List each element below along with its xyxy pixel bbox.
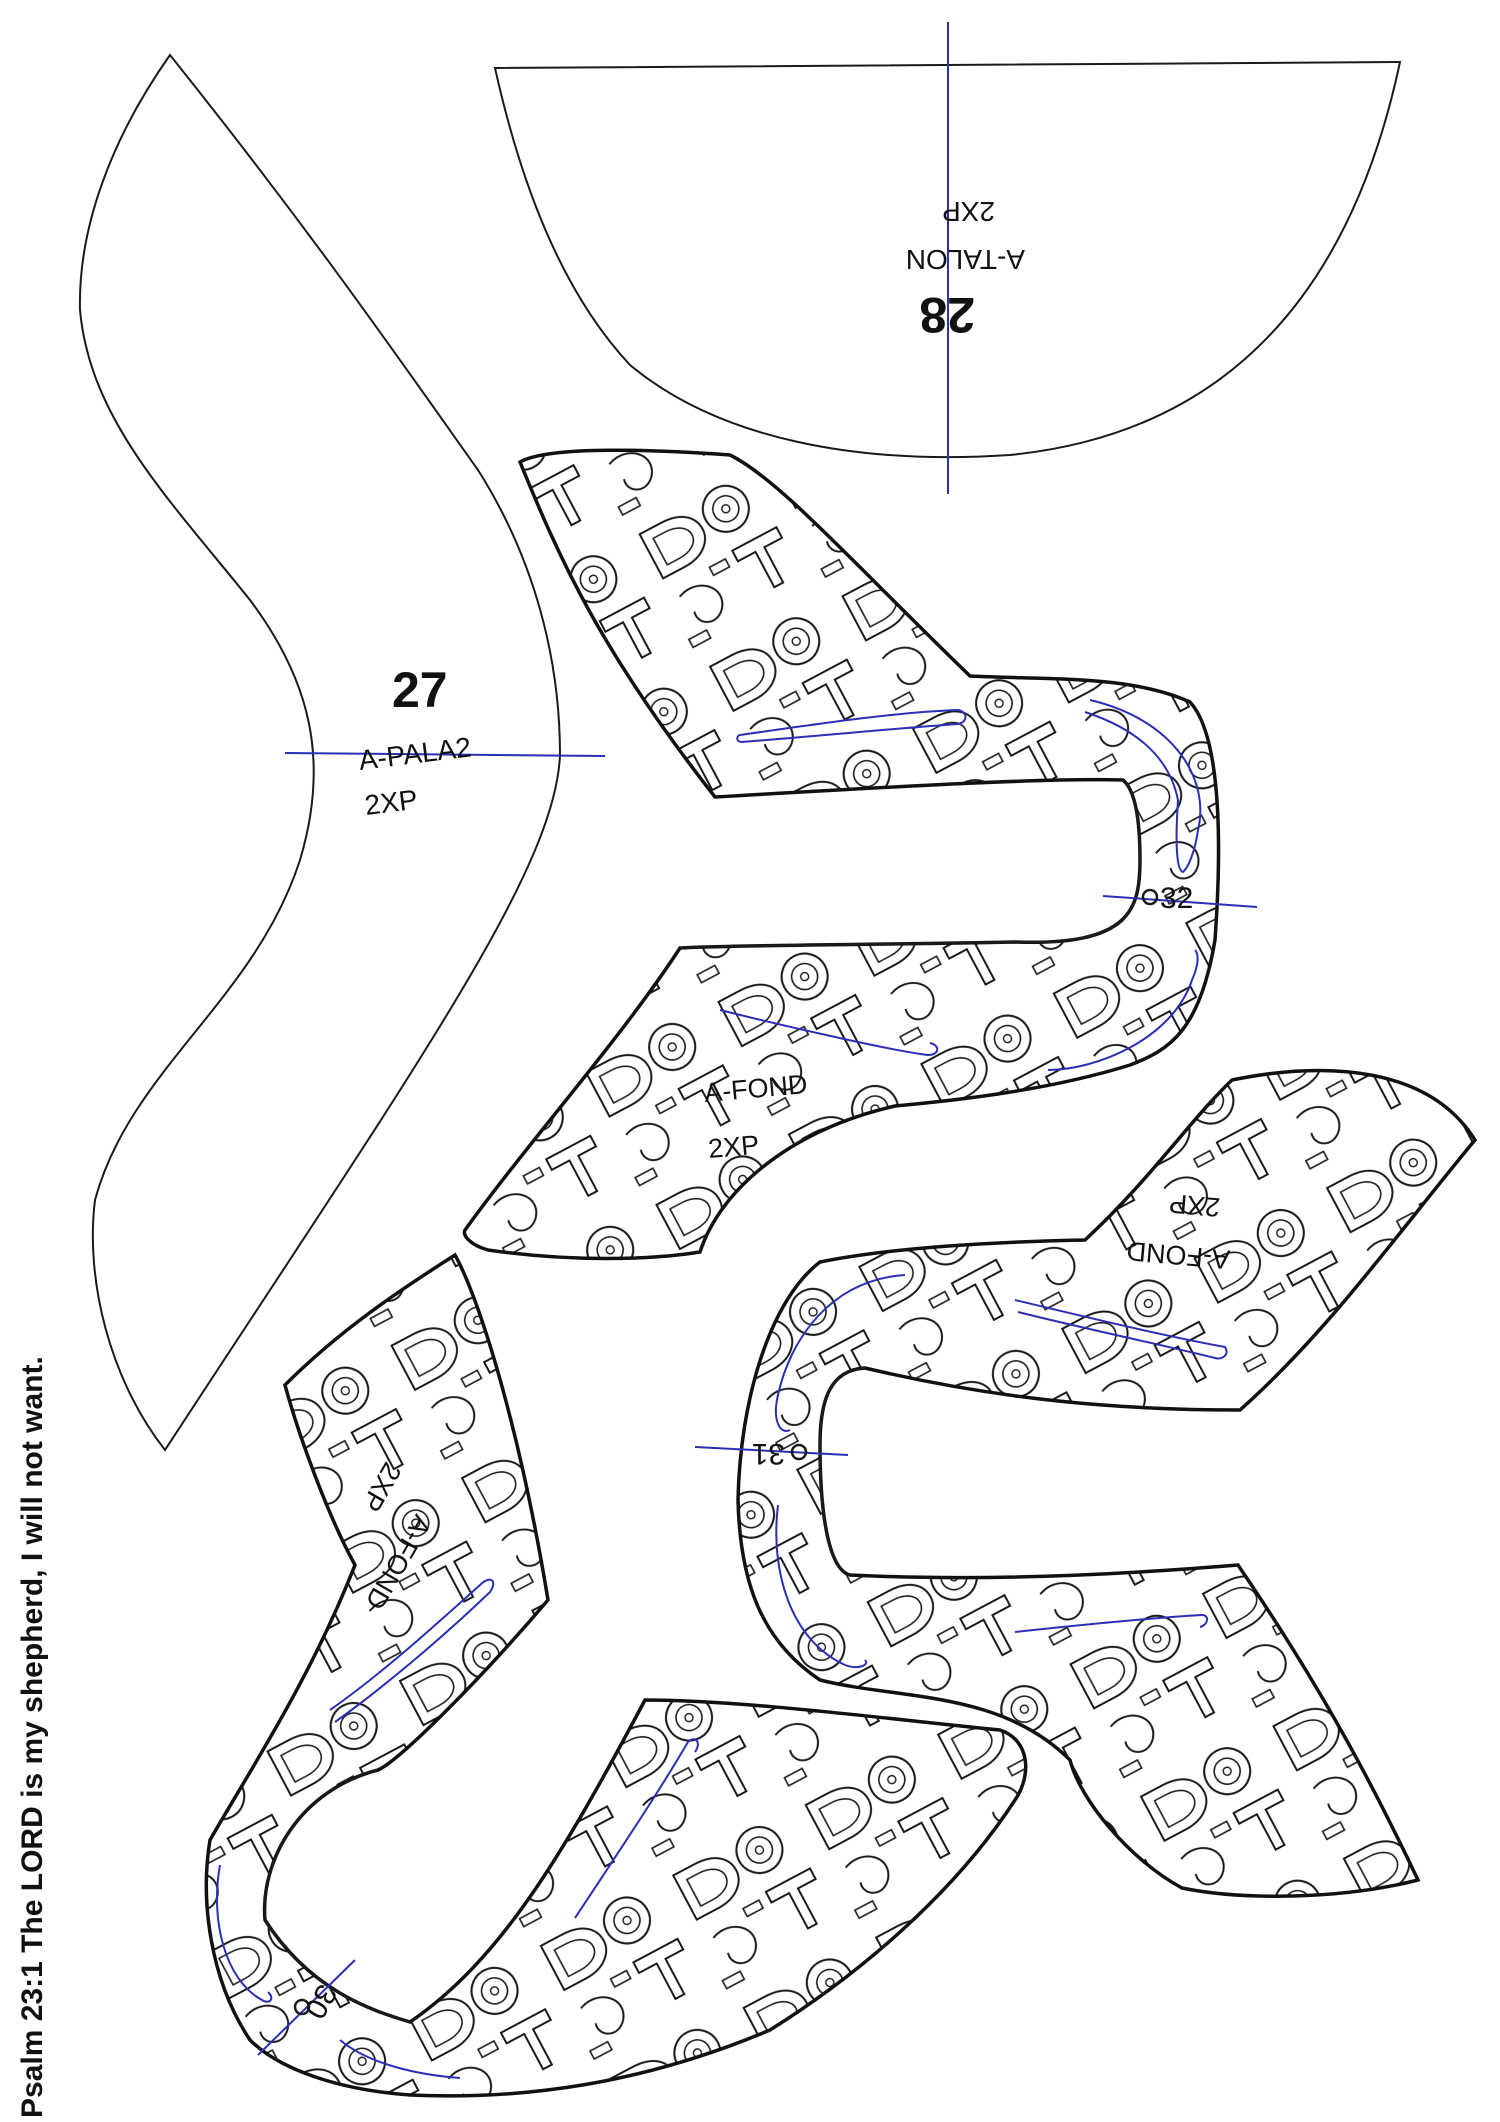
piece-32-number: 32 [1160, 882, 1193, 915]
piece-28-qty: 2XP [942, 196, 995, 227]
pattern-piece-30: 30 A-FOND 2XP [204, 1252, 1028, 2098]
grainline-30 [257, 1959, 356, 2056]
pattern-piece-27: 27 A-PALA2 2XP [78, 53, 606, 1452]
piece-28-number: 28 [919, 287, 975, 343]
pattern-piece-28: 28 A-TALON 2XP [493, 22, 1402, 494]
pattern-piece-31: 31 A-FOND 2XP [694, 1068, 1478, 1898]
piece-31-number: 31 [752, 1437, 785, 1470]
piece-27-number: 27 [392, 662, 448, 718]
psalm-verse: Psalm 23:1 The LORD is my shepherd, I wi… [16, 1356, 49, 2118]
grainline-27 [284, 752, 606, 757]
grainline-31 [694, 1446, 849, 1456]
piece-32-qty: 2XP [707, 1130, 760, 1164]
piece-31-qty: 2XP [1168, 1188, 1221, 1222]
piece-27-qty: 2XP [363, 784, 419, 821]
pattern-piece-32: 32 A-FOND 2XP [462, 448, 1258, 1261]
piece-28-code: A-TALON [906, 244, 1025, 275]
grainline-32 [1102, 895, 1258, 908]
